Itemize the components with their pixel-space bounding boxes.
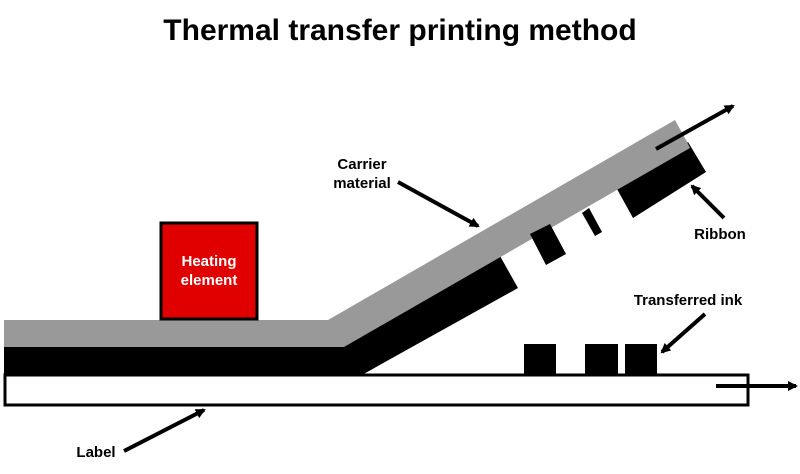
carrier-material-label-line1: Carrier bbox=[337, 156, 386, 173]
label-pointer-arrow bbox=[123, 408, 206, 453]
transferred-ink-pointer-arrow bbox=[660, 312, 707, 354]
ribbon-band bbox=[4, 256, 518, 376]
heating-element-label-line2: element bbox=[181, 272, 238, 289]
carrier-material-label-line2: material bbox=[333, 175, 391, 192]
diagram-title: Thermal transfer printing method bbox=[163, 14, 637, 47]
carrier-pointer-arrow bbox=[397, 180, 480, 228]
label-strip bbox=[3, 373, 750, 407]
ribbon-ink-fragment-1 bbox=[530, 224, 566, 265]
heating-element bbox=[159, 221, 259, 321]
ribbon-segment-upper bbox=[617, 142, 706, 218]
transferred-ink-block-1 bbox=[524, 344, 556, 375]
carrier-band bbox=[4, 120, 690, 347]
ribbon-pointer-arrow bbox=[690, 184, 726, 220]
label-label: Label bbox=[76, 444, 115, 461]
output-arrow-upper bbox=[655, 104, 735, 151]
ribbon-label: Ribbon bbox=[694, 226, 746, 243]
transferred-ink-block-2 bbox=[585, 344, 618, 375]
transferred-ink-block-3 bbox=[625, 344, 657, 375]
heating-element-label-line1: Heating bbox=[181, 253, 236, 270]
transferred-ink-label: Transferred ink bbox=[634, 292, 743, 309]
ribbon-ink-fragment-2 bbox=[582, 208, 602, 236]
